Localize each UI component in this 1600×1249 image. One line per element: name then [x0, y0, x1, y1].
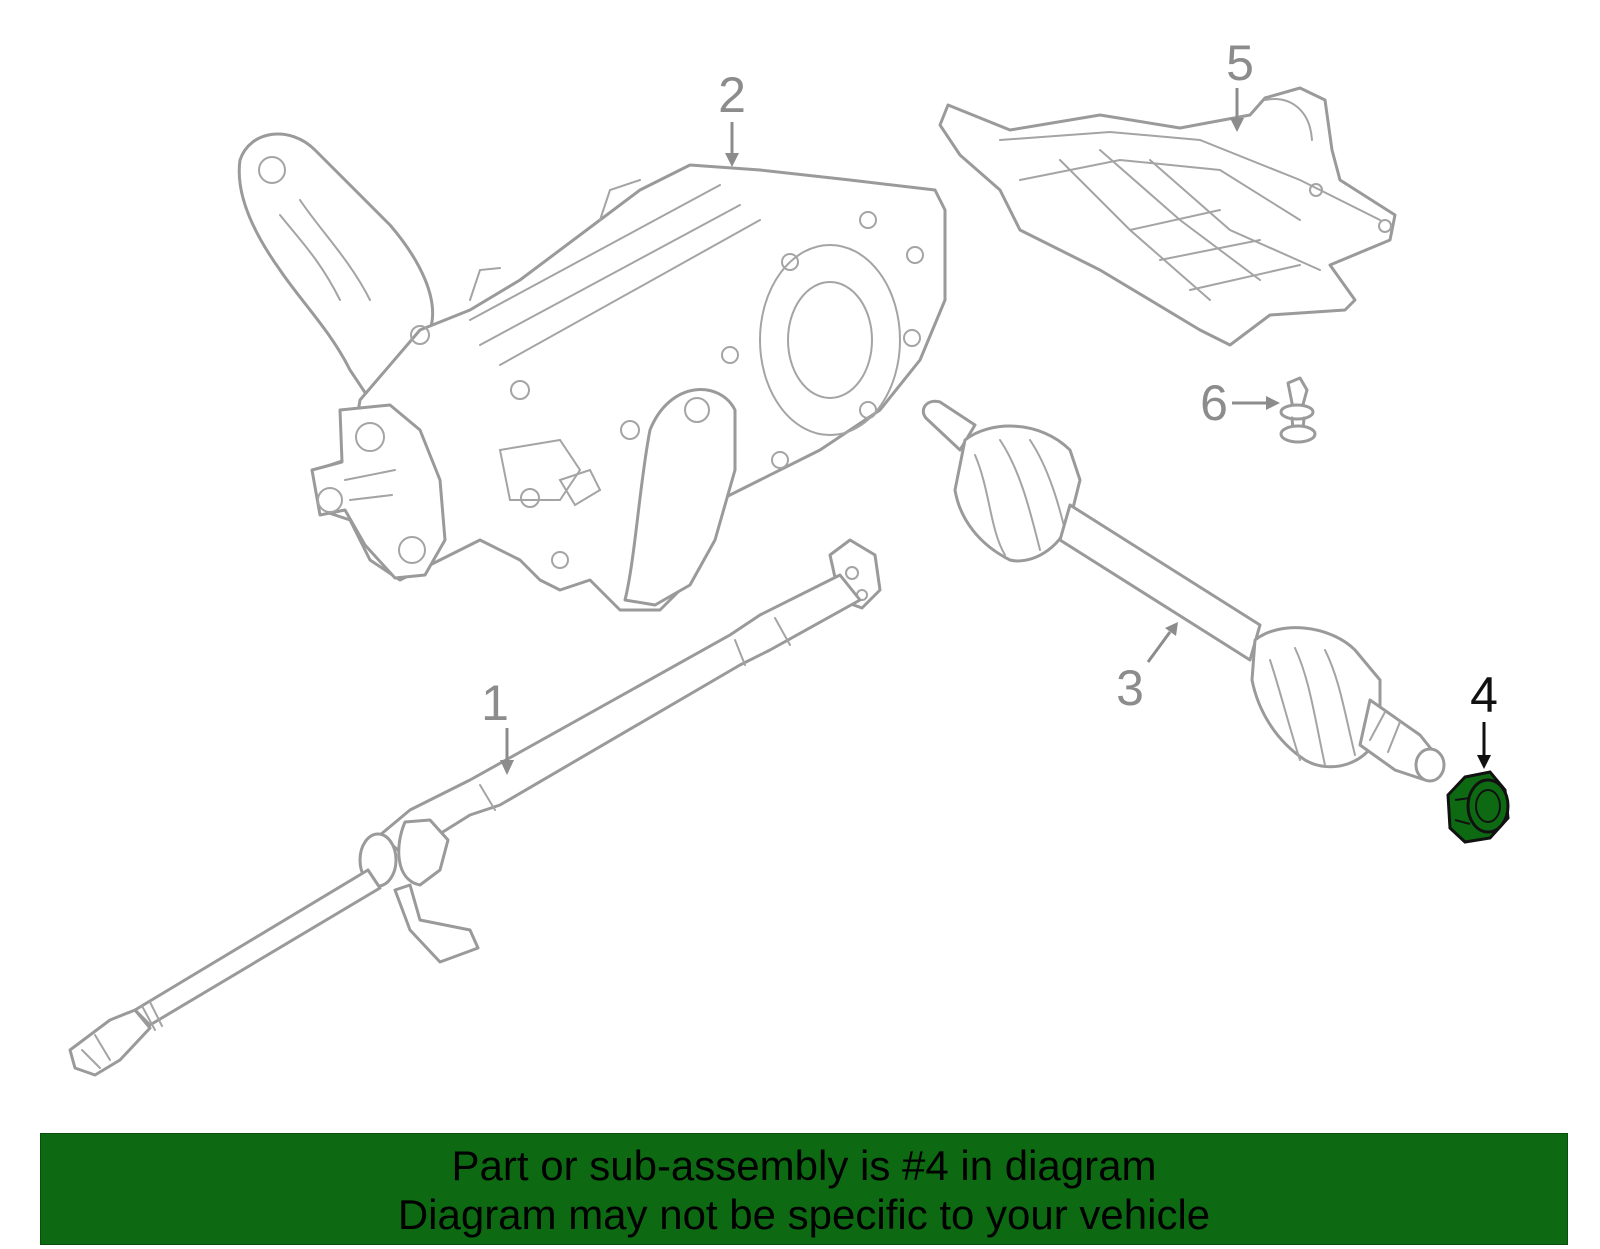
part-cover-plate — [938, 86, 1397, 347]
part-differential — [237, 132, 947, 612]
callout-3-label: 3 — [1116, 660, 1144, 716]
part-axle-shaft — [921, 399, 1446, 783]
banner-disclaimer: Diagram may not be specific to your vehi… — [397, 1191, 1211, 1238]
callout-5-label: 5 — [1226, 35, 1254, 91]
part-drive-shaft — [68, 538, 882, 1077]
callout-4-label: 4 — [1470, 667, 1498, 723]
callout-6[interactable]: 6 — [1200, 375, 1280, 431]
callout-2[interactable]: 2 — [718, 67, 746, 167]
callout-1-label: 1 — [481, 675, 509, 731]
part-push-clip — [1279, 376, 1317, 444]
callout-2-label: 2 — [718, 67, 746, 123]
callout-4[interactable]: 4 — [1470, 667, 1498, 769]
callout-5[interactable]: 5 — [1226, 35, 1254, 132]
banner-part-note: Part or sub-assembly is #4 in diagram — [451, 1142, 1157, 1189]
callout-3[interactable]: 3 — [1116, 622, 1178, 716]
info-banner: Part or sub-assembly is #4 in diagram Di… — [40, 1133, 1568, 1245]
part-axle-nut — [1446, 770, 1510, 844]
callout-6-label: 6 — [1200, 375, 1228, 431]
callout-1[interactable]: 1 — [481, 675, 514, 775]
